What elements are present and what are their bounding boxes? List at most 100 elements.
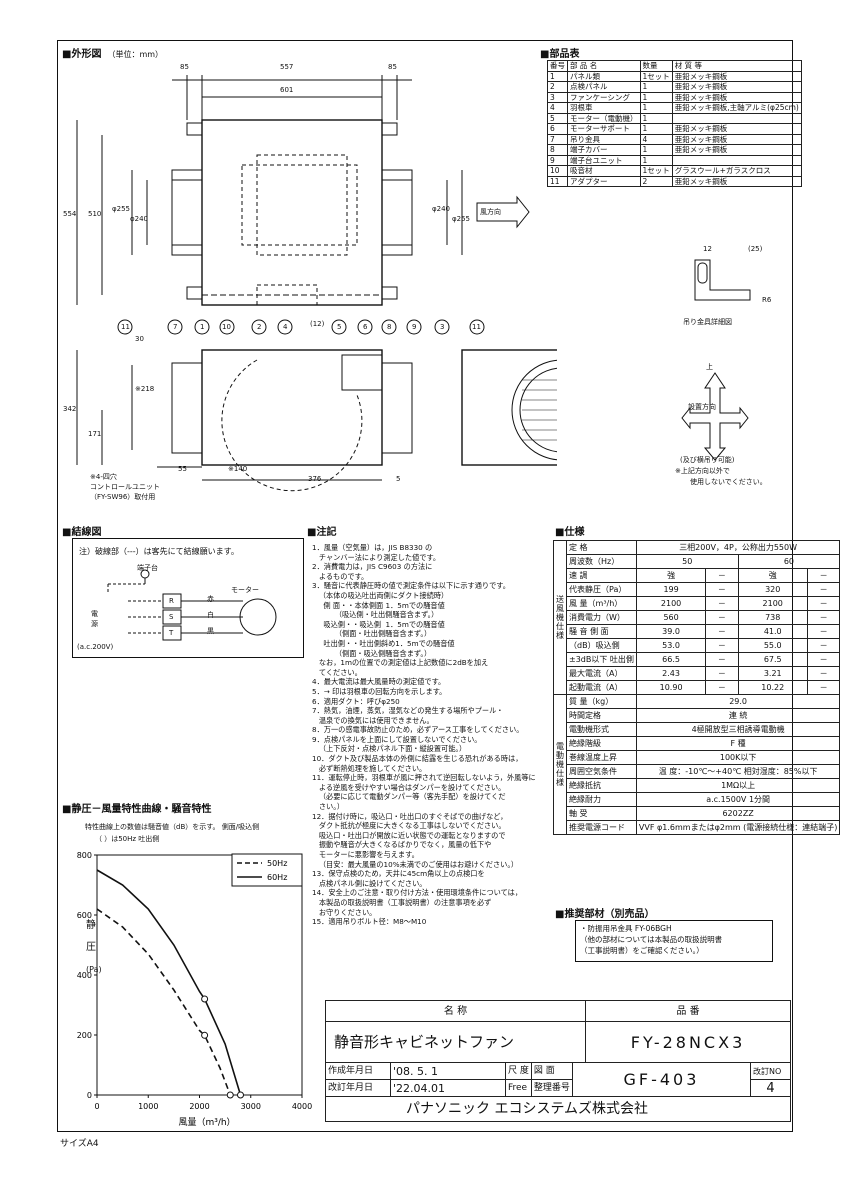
direction-note-2: 使用しないでください。 — [690, 478, 767, 486]
spec-value: － — [705, 582, 739, 597]
note-line: 9．点検パネルを上面にして設置しないでください。 — [312, 734, 482, 744]
spec-label: 巻線温度上昇 — [566, 750, 637, 765]
note-line: モーターに悪影響を与えます。 — [312, 850, 419, 859]
y-tick-label: 600 — [77, 911, 92, 920]
spec-label: 電動機形式 — [566, 722, 637, 737]
performance-chart: 01000200030004000020040060080050Hz60Hz41… — [77, 851, 312, 1128]
note-line: 10．ダクト及び製品本体の外側に結露を生じる恐れがある時は， — [312, 754, 523, 764]
x-tick-label: 2000 — [189, 1102, 209, 1111]
x-axis-label: 風量（m³/h） — [178, 1117, 235, 1128]
spec-label: 軸 受 — [566, 806, 637, 821]
outline-title: ■外形図 （単位：mm） — [62, 49, 164, 60]
spec-label: 騒 音 側 面 — [566, 624, 637, 639]
parts-header: 部 品 名 — [567, 60, 641, 72]
spec-value: F 種 — [635, 736, 841, 751]
spec-value: 67.5 — [737, 652, 808, 667]
spec-value: 50 — [635, 554, 739, 569]
spec-value: － — [705, 610, 739, 625]
legend-box — [231, 853, 303, 887]
spec-group-label: 電動機仕様 — [553, 694, 567, 835]
dim-12-paren: (12) — [310, 320, 325, 328]
parts-header: 材 質 等 — [671, 60, 802, 72]
wiring-box: 注）破線部（---）は客先にて結線願います。 端子台 モーター R S T 赤 … — [72, 538, 304, 658]
spec-value: a.c.1500V 1分間 — [635, 792, 841, 807]
note-line: 点検パネル側に設けてください。 — [312, 878, 427, 888]
parts-header-row: 番号 部 品 名 数量 材 質 等 — [547, 60, 802, 72]
parts-header: 番号 — [547, 60, 568, 72]
spec-value: 41.0 — [737, 624, 808, 639]
dim-r6: R6 — [762, 296, 772, 304]
dim-30: 30 — [135, 335, 144, 343]
spec-value: － — [705, 624, 739, 639]
note-line: 吸込側・・吸込側 1．5mでの騒音値 — [312, 619, 445, 629]
term-t: T — [169, 629, 174, 637]
dim-85-right: 85 — [388, 63, 397, 71]
x-tick-label: 4000 — [292, 1102, 312, 1111]
name-label: 名 称 — [325, 1000, 586, 1022]
dim-55: 55 — [178, 465, 187, 473]
note-line: さい。） — [312, 802, 345, 812]
spec-row: 消費電力（W）560－738－ — [554, 610, 841, 625]
note-line: 1．風量（空気量）は，JIS B8330 の — [312, 543, 433, 552]
spec-value: 温 度：-10℃～+40℃ 相対湿度：85%以下 — [635, 764, 841, 779]
curve-title: ■静圧－風量特性曲線・騒音特性 — [62, 804, 212, 815]
term-s: S — [169, 613, 174, 621]
spec-label: 起動電流（A） — [566, 680, 637, 695]
note-line: 7．熱気，油煙，蒸気，湿気などの発生する場所やプール・ — [312, 706, 504, 716]
spec-row: 周囲空気条件温 度：-10℃～+40℃ 相対湿度：85%以下 — [554, 764, 841, 779]
ac-label: (a.c.200V) — [77, 643, 114, 651]
balloon-6: 6 — [363, 323, 368, 331]
wiring-title: ■結線図 — [62, 527, 102, 538]
note-line: チャンバー法により測定した値です。 — [312, 552, 441, 562]
max-flow-point — [226, 1091, 234, 1099]
spec-label: ±3dB以下 吐出側 — [566, 652, 637, 667]
spec-value: 強 — [737, 568, 808, 583]
spec-row: 送風機仕様定 格三相200V，4P，公称出力550W — [553, 540, 841, 695]
airflow-label: 風方向 — [480, 208, 501, 216]
spec-value: － — [705, 666, 739, 681]
y-tick-label: 400 — [77, 971, 92, 980]
spec-label: 周波数（Hz） — [566, 554, 637, 569]
dim-85-left: 85 — [180, 63, 189, 71]
balloon-2: 2 — [257, 323, 262, 331]
note-line: 8．万一の感電事故防止のため，必ずアース工事をしてください。 — [312, 725, 524, 735]
option-line: （工事説明書）をご確認ください。） — [580, 946, 704, 955]
spec-value: 199 — [635, 582, 707, 597]
spec-value: 66.5 — [635, 652, 707, 667]
direction-note-1: ※上記方向以外で — [675, 467, 730, 475]
drawing-label: 図 面 — [530, 1062, 573, 1080]
parts-title: ■部品表 — [540, 49, 580, 60]
note-line: （目安：最大風量の10%未満でのご使用はお避けください。） — [312, 859, 519, 869]
wiring-note: 注）破線部（---）は客先にて結線願います。 — [79, 547, 239, 556]
spec-value: VVF φ1.6mmまたはφ2mm (電源接続仕様：連結端子) — [635, 820, 841, 835]
spec-row: 起動電流（A）10.90－10.22－ — [554, 680, 841, 695]
dim-12: 12 — [703, 245, 712, 253]
created-date: '08. 5. 1 — [390, 1062, 506, 1080]
balloon-4: 4 — [283, 323, 288, 331]
note-line: （必要に応じて電動ダンパー等（客先手配）を設けてくだ — [312, 792, 506, 802]
dim-376: 376 — [308, 475, 322, 483]
spec-label: （dB）吸込側 — [566, 638, 637, 653]
controller-model-note: （FY-SW96）取付用 — [90, 493, 156, 501]
spec-value: 39.0 — [635, 624, 707, 639]
paper-size: サイズA4 — [60, 1139, 99, 1149]
spec-row: 時間定格連 続 — [554, 708, 841, 723]
spec-label: 消費電力（W） — [566, 610, 637, 625]
spec-value: － — [806, 638, 841, 653]
notes-title: ■注記 — [307, 527, 337, 538]
note-line: （側面・吸込側騒音含まず。） — [312, 648, 432, 658]
note-line: 13．保守点検のため，天井に45cm角以上の点検口を — [312, 869, 485, 879]
option-title: ■推奨部材（別売品） — [555, 909, 655, 920]
note-line: （吸込側・吐出側騒音含まず。） — [312, 610, 439, 620]
spec-value: 連 続 — [635, 708, 841, 723]
outline-drawing — [76, 75, 557, 492]
